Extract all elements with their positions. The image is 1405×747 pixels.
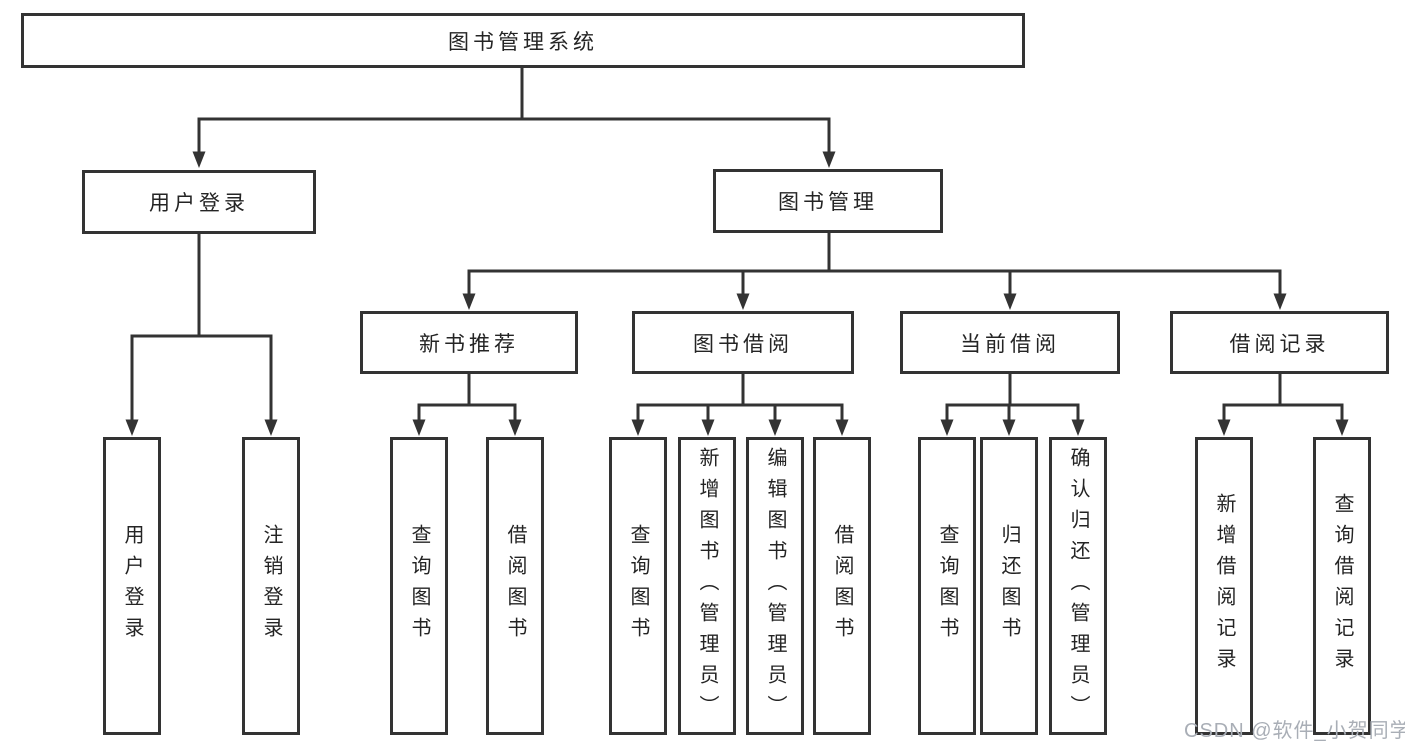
leaf-label: 借阅图书 (504, 524, 526, 648)
arrowhead-icon (835, 419, 849, 436)
leaf-label: 新增图书（管理员） (696, 446, 718, 726)
node-borrow-records: 借阅记录 (1170, 311, 1389, 374)
node-book-management: 图书管理 (713, 169, 943, 233)
connector-new-book-recommend-children (412, 374, 522, 436)
leaf-add-book-admin: 新增图书（管理员） (678, 437, 736, 735)
leaf-return-book: 归还图书 (980, 437, 1038, 735)
leaf-borrow-book: 借阅图书 (813, 437, 871, 735)
connector-current-borrow-children (940, 374, 1085, 436)
node-current-borrow: 当前借阅 (900, 311, 1120, 374)
connector-root-to-level2 (192, 66, 836, 168)
connector-borrow-records-children (1217, 374, 1349, 436)
leaf-label: 用户登录 (121, 524, 143, 648)
arrowhead-icon (736, 293, 750, 310)
leaf-label: 注销登录 (260, 524, 282, 648)
arrowhead-icon (125, 419, 139, 436)
leaf-label: 查询借阅记录 (1331, 493, 1353, 679)
arrowhead-icon (1217, 419, 1231, 436)
leaf-label: 查询图书 (936, 524, 958, 648)
connector-user-login-children (125, 234, 278, 436)
leaf-query-borrow-record: 查询借阅记录 (1313, 437, 1371, 735)
leaf-add-borrow-record: 新增借阅记录 (1195, 437, 1253, 735)
node-library-management-system: 图书管理系统 (21, 13, 1025, 68)
arrowhead-icon (701, 419, 715, 436)
arrowhead-icon (631, 419, 645, 436)
leaf-query-books-current: 查询图书 (918, 437, 976, 735)
leaf-label: 确认归还（管理员） (1067, 446, 1089, 726)
node-user-login: 用户登录 (82, 170, 316, 234)
arrowhead-icon (264, 419, 278, 436)
connector-book-borrow-children (631, 374, 849, 436)
leaf-user-login: 用户登录 (103, 437, 161, 735)
leaf-confirm-return-admin: 确认归还（管理员） (1049, 437, 1107, 735)
arrowhead-icon (412, 419, 426, 436)
arrowhead-icon (1003, 293, 1017, 310)
leaf-logout: 注销登录 (242, 437, 300, 735)
leaf-borrow-book-recommend: 借阅图书 (486, 437, 544, 735)
arrowhead-icon (1071, 419, 1085, 436)
arrowhead-icon (508, 419, 522, 436)
arrowhead-icon (1273, 293, 1287, 310)
node-new-book-recommend: 新书推荐 (360, 311, 578, 374)
leaf-query-books-recommend: 查询图书 (390, 437, 448, 735)
connector-book-management-children (462, 233, 1287, 310)
leaf-label: 借阅图书 (831, 524, 853, 648)
leaf-label: 归还图书 (998, 524, 1020, 648)
leaf-label: 新增借阅记录 (1213, 493, 1235, 679)
arrowhead-icon (822, 151, 836, 168)
leaf-query-books-borrow: 查询图书 (609, 437, 667, 735)
leaf-edit-book-admin: 编辑图书（管理员） (746, 437, 804, 735)
leaf-label: 查询图书 (627, 524, 649, 648)
arrowhead-icon (768, 419, 782, 436)
arrowhead-icon (462, 293, 476, 310)
arrowhead-icon (1002, 419, 1016, 436)
leaf-label: 查询图书 (408, 524, 430, 648)
csdn-watermark: CSDN @软件_小贺同学 (1184, 720, 1405, 742)
node-book-borrow: 图书借阅 (632, 311, 854, 374)
arrowhead-icon (192, 151, 206, 168)
arrowhead-icon (940, 419, 954, 436)
leaf-label: 编辑图书（管理员） (764, 446, 786, 726)
arrowhead-icon (1335, 419, 1349, 436)
